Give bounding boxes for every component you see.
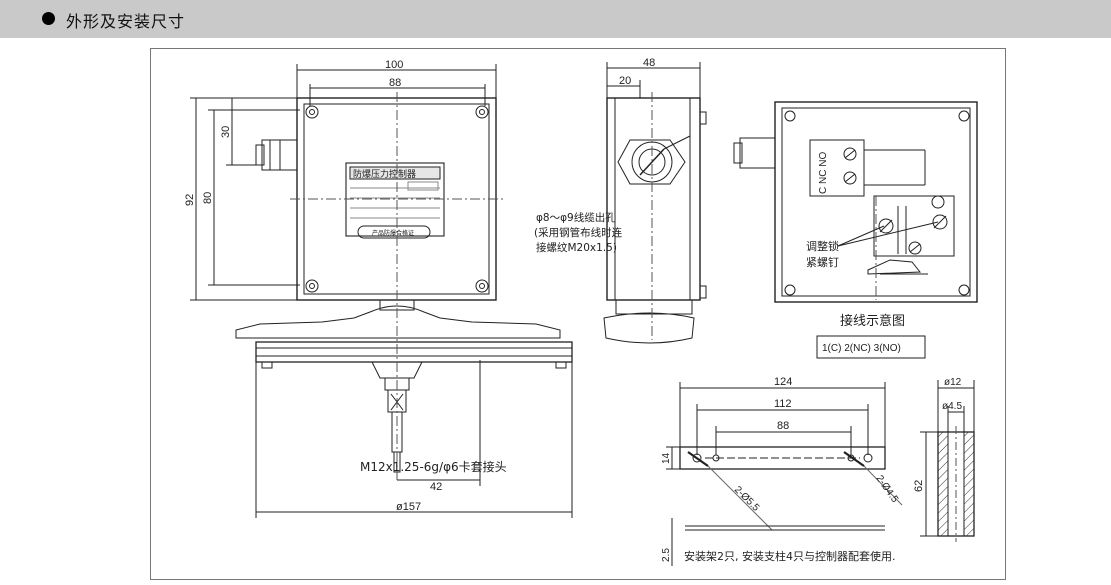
dim-thread-offset: 42	[430, 481, 442, 493]
cable-note-3: 接螺纹M20x1.5)	[536, 241, 617, 254]
dim-base-diameter: ø157	[396, 501, 421, 513]
dim-124: 124	[774, 376, 792, 388]
adjust-label-1: 调整锁	[806, 239, 839, 253]
front-view	[190, 64, 573, 518]
hole-label-a: 2-Ø5.5	[732, 484, 762, 514]
dim-side: 30	[220, 126, 232, 138]
dim-height-outer: 92	[184, 194, 196, 206]
dim-112: 112	[774, 398, 792, 410]
adjust-label-2: 紧螺钉	[806, 256, 839, 269]
bullet-icon	[42, 12, 55, 25]
dim-2-5: 2.5	[661, 548, 672, 562]
dim-width-outer: 100	[385, 59, 403, 71]
hole-label-b: 2-Ø4.5	[874, 473, 901, 505]
cable-note-1: φ8～φ9线缆出孔	[536, 211, 616, 224]
section-title: 外形及安装尺寸	[66, 12, 186, 31]
wiring-diagram-title: 接线示意图	[840, 313, 905, 329]
dim-width-inner: 88	[389, 77, 401, 89]
side-view	[603, 62, 707, 344]
section-header: 外形及安装尺寸	[0, 0, 1111, 38]
dim-offset: 20	[619, 75, 631, 87]
dim-height-inner: 80	[202, 192, 214, 204]
mounting-bracket	[666, 382, 903, 566]
thread-label: M12x1.25-6g/φ6卡套接头	[360, 459, 507, 474]
nameplate-badge: 产品防爆合格证	[372, 229, 414, 237]
dim-14: 14	[661, 452, 672, 464]
cable-note-2: (采用钢管布线时连	[534, 226, 623, 239]
bracket-note: 安装架2只, 安装支柱4只与控制器配套使用.	[684, 549, 896, 563]
dim-depth: 48	[643, 57, 655, 69]
wiring-legend: 1(C) 2(NC) 3(NO)	[822, 343, 901, 354]
nameplate-title: 防爆压力控制器	[353, 168, 416, 180]
terminal-label: C NC NO	[818, 152, 829, 194]
wiring-diagram	[733, 101, 978, 359]
dim-column-62: 62	[913, 480, 925, 492]
dim-column-12: ø12	[944, 377, 962, 388]
dim-column-4-5: ø4.5	[942, 401, 962, 412]
drawing-frame	[150, 48, 1006, 580]
dim-88: 88	[777, 420, 789, 432]
mounting-column	[920, 380, 975, 542]
